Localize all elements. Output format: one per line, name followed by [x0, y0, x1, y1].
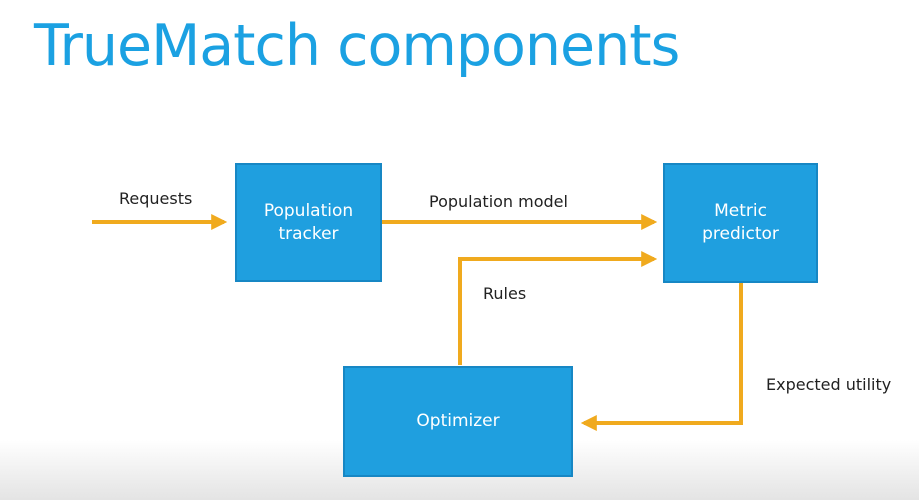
- optimizer-box: Optimizer: [343, 366, 573, 477]
- rules-label: Rules: [483, 284, 527, 303]
- metric-predictor-label-line1: Metric: [714, 201, 767, 222]
- metric-predictor-label-line2: predictor: [702, 224, 779, 244]
- metric-predictor-box: Metric predictor: [663, 163, 818, 283]
- population-model-label: Population model: [429, 192, 568, 211]
- expected-utility-label: Expected utility: [766, 375, 892, 394]
- population-tracker-label-line2: tracker: [278, 223, 339, 244]
- slide-title: TrueMatch components: [34, 13, 680, 79]
- population-tracker-label-line1: Population: [263, 200, 354, 221]
- rules-arrow: [458, 251, 658, 365]
- requests-label: Requests: [119, 189, 193, 208]
- population-tracker-box: Population tracker: [235, 163, 382, 282]
- optimizer-label: Optimizer: [416, 411, 500, 432]
- expected-utility-arrow: [580, 283, 743, 431]
